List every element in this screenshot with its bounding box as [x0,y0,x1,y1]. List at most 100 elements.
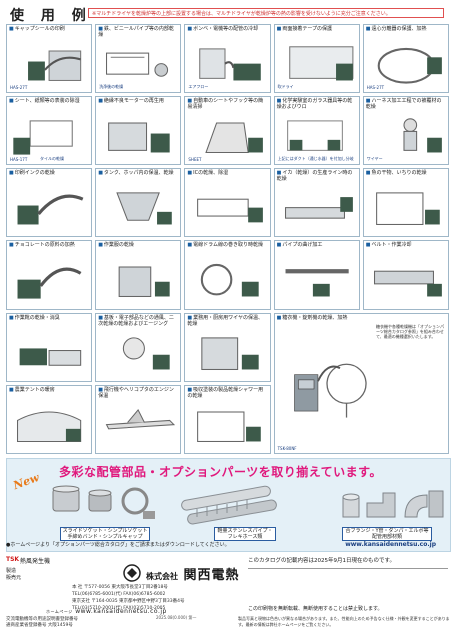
banner-title: 多彩な配管部品・オプションパーツを取り揃えています。 [59,465,382,479]
license-info: 交流電動機等の用途説明書登録番号 通商産業省登録番号 大阪1459号 [6,617,78,628]
cell-illustration [377,47,442,84]
homepage-link[interactable]: www.kansaidennetsu.co.jp [345,541,436,548]
cell-illustration [123,337,170,370]
cell-caption: 鉄、ビニールパイプ等の内部乾燥 [98,26,178,38]
pipe-label: 軽量ステンレスパイプ・ フレキホース類 [214,527,276,541]
cell-label: 洗浄後の乾燥 [99,84,124,90]
footer-website[interactable]: ホームページ www.kansaidennetsu.co.jp [46,608,167,615]
company-logo-icon [123,564,141,582]
footer: TSK 熱風発生機 製造販売元 株式会社 関西電熱 本 社 〒577-0056 … [6,556,450,640]
cell-illustration [17,268,82,300]
header: 使 用 例 ※マルチドライヤを乾燥炉等の上部に設置する場合は、マルチドライヤが乾… [6,2,449,24]
cell-illustration [116,192,172,225]
homepage-note: ●ホームページより「オプションパーツ総合カタログ」をご請求またはダウンロードして… [6,541,436,548]
usage-example-cell: パイプの曲げ加工 [273,240,360,310]
cell-illustration [284,197,353,220]
usage-example-cell: 吸収塗装の製品乾燥シャワー用の乾燥 [184,384,271,454]
usage-example-cell: 電線ドラム線の巻き取り時乾燥 [184,240,271,310]
usage-example-cell: ICの乾燥、除湿 [184,168,271,238]
usage-example-cell: 作業靴の乾燥・消臭 [6,312,93,382]
cell-caption: イカ（乾燥）の生産ライン時の乾燥 [277,170,357,182]
usage-example-cell: タンク、ホッパ内の保温、乾燥 [95,168,182,238]
cell-caption: ハーネス加工工程での被覆材の乾燥 [366,98,446,110]
usage-example-cell: 絶縁不良モーターの再生用 [95,96,182,166]
usage-example-cell: イカ（乾燥）の生産ライン時の乾燥 [273,168,360,238]
page-title: 使 用 例 [10,8,92,24]
cell-label: 上記にはダクト（通じ水器）を付加し分岐 [277,156,354,162]
cell-caption: シート、紙類等の表装の除湿 [9,98,89,104]
cell-illustration [403,118,442,153]
company-name: 株式会社 関西電熱 [146,568,240,583]
cell-label: HAS-27T [10,85,28,91]
options-banner: New 多彩な配管部品・オプションパーツを取り揃えています。 スライドソケット・… [6,458,451,552]
maker-label: 製造販売元 [6,568,22,581]
usage-example-cell: 魚の干物、いちりの乾燥 [362,168,449,238]
cell-caption: ICの乾燥、除湿 [187,170,267,176]
tsk-logo: TSK [6,556,20,563]
cell-caption: 作業服の乾燥 [98,242,178,248]
usage-example-cell: ベルト・作業冷却 [362,240,449,310]
cell-illustration [28,50,82,81]
cell-caption: 作業靴の乾燥・消臭 [9,315,89,321]
cell-caption: 基板・電子部品などの通風、二次乾燥の乾燥およびエージング [98,315,178,327]
cell-label: エアフロー [188,84,209,90]
cell-illustration [197,411,262,442]
cell-label: HAS-27T [366,85,385,91]
caution-note: ※マルチドライヤを乾燥炉等の上部に設置する場合は、マルチドライヤが乾燥炉等の熱の… [88,8,444,18]
cell-illustration [108,122,170,153]
cell-illustration [197,199,264,223]
cell-illustration [13,120,73,155]
cell-label: TSK-80NF [277,445,297,451]
catalog-date-note: このカタログの記載内容は2025年9月1日現在のものです。 [248,558,395,564]
address-block: 本 社 〒577-0056 東大阪市長堂3丁目2番18号 TEL(06)6785… [72,585,185,611]
divider [248,568,448,569]
cell-caption: 吸収塗装の製品乾燥シャワー用の乾燥 [187,387,267,399]
cell-caption: パイプの曲げ加工 [277,242,357,248]
cell-illustration [205,122,264,154]
copyright-note: この印刷物を無断転載、無断使用することは禁止致します。 [248,606,383,612]
cell-caption: 自動車のシートやフック等の簡易清掃 [187,98,267,110]
cell-label: HAS-17T [10,157,28,163]
cell-illustration [293,363,367,418]
cell-illustration [201,337,260,370]
cell-illustration [286,120,343,152]
cell-caption: 電線ドラム線の巻き取り時乾燥 [187,242,267,248]
usage-example-cell: チョコレートの原料の加熱 [6,240,93,310]
print-date: 2025.08(0.000) 第一 [156,615,197,620]
cell-illustration [288,46,354,81]
fitting-parts-image [342,490,444,518]
cell-label: 吹ドライ [277,84,294,90]
fitting-label: 合フランジ・Y管・ダンパ・エルボ等 配管用部材類 [342,527,432,541]
cell-illustration [118,266,170,298]
cell-caption: 飛行機やヘリコプタのエンジン保温 [98,387,178,399]
cell-caption: 両面接着テープの保護 [277,26,357,32]
pipe-parts-image [181,485,277,525]
usage-example-cell: 作業服の乾燥 [95,240,182,310]
tsk-note: 糖衣機や各種乾燥機は「オプションパーツ総合カタログ参照」を組み合わせて、最適の機… [375,323,444,339]
product-category: 熱風発生機 [20,558,51,565]
cell-caption: 絶縁不良モーターの再生用 [98,98,178,104]
usage-example-cell: 飛行機やヘリコプタのエンジン保温 [95,384,182,454]
usage-example-cell: 糖衣機・錠剤機の乾燥、加熱 TSK-80NF 糖衣機や各種乾燥機は「オプションパーツ… [273,312,449,454]
cell-illustration [105,408,176,430]
socket-label: スライドソケット・シンプルソケット 手締めバンド・シンプルキャップ [59,527,151,541]
cell-caption: 化学実験室のガラス器具等の乾燥およびウロ [277,98,357,110]
cell-illustration [201,264,260,297]
cell-illustration [375,192,440,226]
usage-example-cell: 農業テントの暖房 [6,384,93,454]
cell-caption: キャップシールの印刷 [9,26,89,32]
usage-example-cell: 印刷インクの乾燥 [6,168,93,238]
cell-caption: タンク、ホッパ内の保温、乾燥 [98,170,178,176]
cell-caption: ベルト・作業冷却 [366,242,446,248]
cell-caption: チョコレートの原料の加熱 [9,242,89,248]
cell-label: ワイヤー [366,156,383,162]
cell-caption: 遠心分離器の保護、加熱 [366,26,446,32]
usage-example-cell: 遠心分離器の保護、加熱 HAS-27T [362,24,449,94]
cell-illustration [106,52,169,77]
cell-caption: 糖衣機・錠剤機の乾燥、加熱 [277,315,446,321]
